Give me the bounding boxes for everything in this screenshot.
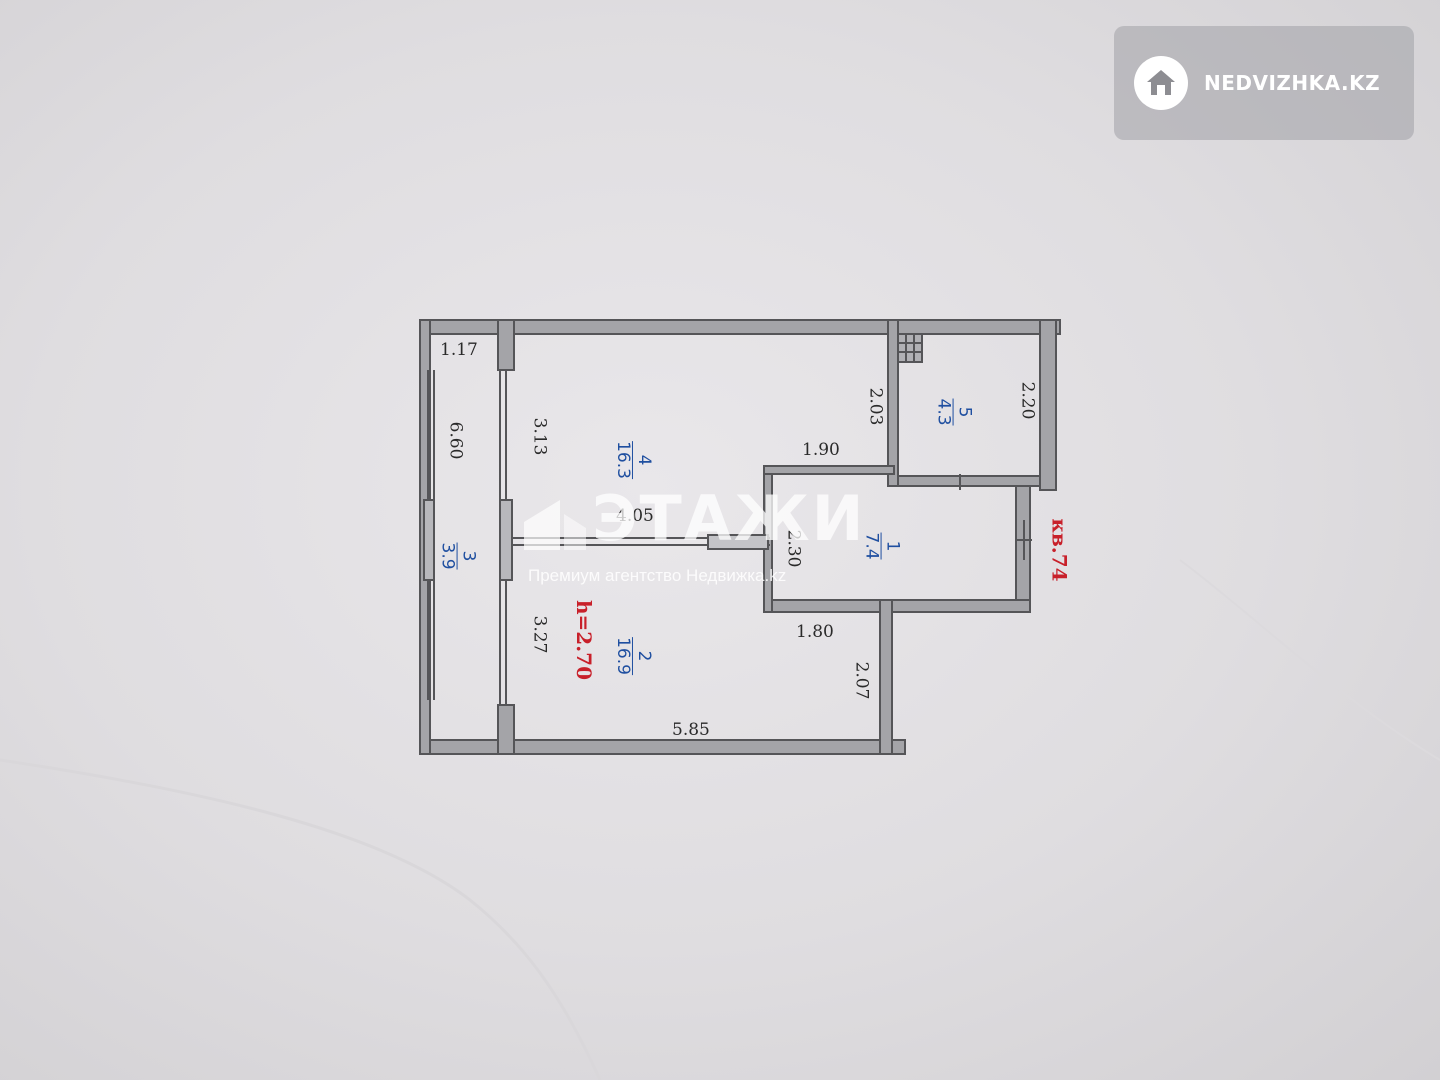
watermark-brand: ЭТАЖИ <box>592 482 866 555</box>
room-label-3: 3 3.9 <box>437 542 479 570</box>
room-area: 4.3 <box>934 398 955 426</box>
room-area: 16.9 <box>613 637 634 675</box>
room-number: 2 <box>632 637 654 675</box>
room-label-1: 1 7.4 <box>861 532 903 560</box>
room-number: 3 <box>457 542 479 570</box>
dimension-label: 2.20 <box>1017 381 1038 420</box>
dimension-label: 1.17 <box>440 340 478 360</box>
apartment-number-label: кв.74 <box>1047 518 1072 582</box>
ceiling-height-label: h=2.70 <box>572 599 597 681</box>
dimension-label: 1.80 <box>796 622 834 642</box>
room-number: 5 <box>953 398 975 426</box>
room-label-4: 4 16.3 <box>613 441 654 479</box>
dimension-label: 4.05 <box>616 506 654 526</box>
room-label-5: 5 4.3 <box>933 398 975 426</box>
dimension-label: 5.85 <box>672 720 710 740</box>
dimension-label: 3.13 <box>529 417 550 456</box>
home-icon <box>1134 56 1188 110</box>
room-area: 16.3 <box>613 441 634 479</box>
dimension-label: 3.27 <box>529 615 550 654</box>
site-badge[interactable]: NEDVIZHKA.KZ <box>1114 26 1414 140</box>
watermark-logo-icon <box>524 500 586 550</box>
dimension-label: 6.60 <box>445 421 466 460</box>
room-number: 1 <box>881 532 903 560</box>
dimension-label: 2.07 <box>851 661 872 700</box>
dimension-label: 1.90 <box>802 440 840 460</box>
watermark-tagline: Премиум агентство Недвижка.kz <box>528 566 787 585</box>
room-area: 3.9 <box>438 542 459 570</box>
room-number: 4 <box>632 441 654 479</box>
dimension-label: 2.03 <box>865 387 886 426</box>
room-label-2: 2 16.9 <box>613 637 654 675</box>
site-name: NEDVIZHKA.KZ <box>1204 71 1381 95</box>
